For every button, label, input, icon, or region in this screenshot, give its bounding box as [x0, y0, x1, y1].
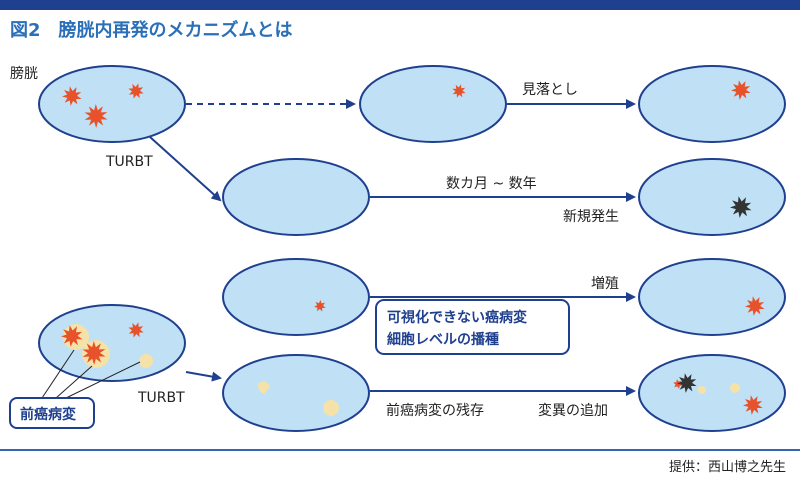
new-occurrence-label: 新規発生: [563, 209, 619, 225]
precancer-label: 前癌病変: [20, 406, 76, 423]
credit-text: 提供：西山博之先生: [668, 460, 786, 475]
proliferation-label: 増殖: [591, 275, 619, 292]
tumor-icon: [731, 80, 751, 100]
tumor-icon: [62, 86, 82, 106]
tumor-icon: [61, 325, 83, 347]
bladder-recurrence-miss: [638, 65, 786, 143]
bladder-mutation: [638, 354, 786, 432]
turbt-label-top: TURBT: [105, 154, 153, 170]
precancer-label-box: [9, 397, 95, 429]
residual-label: 前癌病変の残存: [386, 402, 484, 419]
bottom-rule: [0, 449, 800, 451]
invisible-lesion-line1: 可視化できない癌病変: [387, 309, 527, 326]
bladder-after-turbt: [222, 158, 370, 236]
miss-label: 見落とし: [522, 82, 578, 98]
tumor-icon: [128, 83, 144, 99]
arrow-turbt-bottom: [185, 371, 222, 382]
tumor-icon: [82, 341, 106, 365]
mutated-tumor-icon: [677, 373, 697, 393]
bladder-initial: [38, 65, 186, 143]
tumor-icon: [745, 296, 765, 316]
tumor-icon: [128, 322, 144, 338]
precancer-residual: [730, 383, 740, 393]
pointer-line: [41, 349, 75, 399]
invisible-lesion-box: [375, 299, 570, 355]
tumor-icon: [84, 104, 108, 128]
bladder-invisible-lesion: [222, 258, 370, 336]
tumor-icon: [314, 300, 326, 312]
mutated-tumor-icon: [730, 196, 752, 218]
tumor-icon: [673, 379, 683, 389]
duration-label: 数カ月 ~ 数年: [446, 176, 537, 192]
arrow-turbt-top: [149, 136, 222, 202]
top-bar: [0, 0, 800, 10]
turbt-label-bottom: TURBT: [137, 390, 185, 406]
precancer-lesion: [139, 354, 153, 368]
bladder-new-occurrence: [638, 158, 786, 236]
mutation-label: 変異の追加: [538, 402, 608, 419]
tumor-icon: [452, 84, 466, 98]
bladder-proliferation: [638, 258, 786, 336]
figure-title: 図2 膀胱内再発のメカニズムとは: [10, 20, 293, 41]
pointer-line: [65, 361, 141, 399]
bladder-after-miss: [359, 65, 507, 143]
tumor-icon: [743, 395, 763, 415]
pointer-line: [55, 365, 93, 399]
precancer-residual: [323, 400, 339, 416]
bladder-residual: [222, 354, 370, 432]
precancer-residual: [258, 381, 270, 394]
precancer-residual: [698, 386, 706, 394]
bladder-label: 膀胱: [10, 65, 38, 82]
invisible-lesion-line2: 細胞レベルの播種: [387, 331, 499, 348]
